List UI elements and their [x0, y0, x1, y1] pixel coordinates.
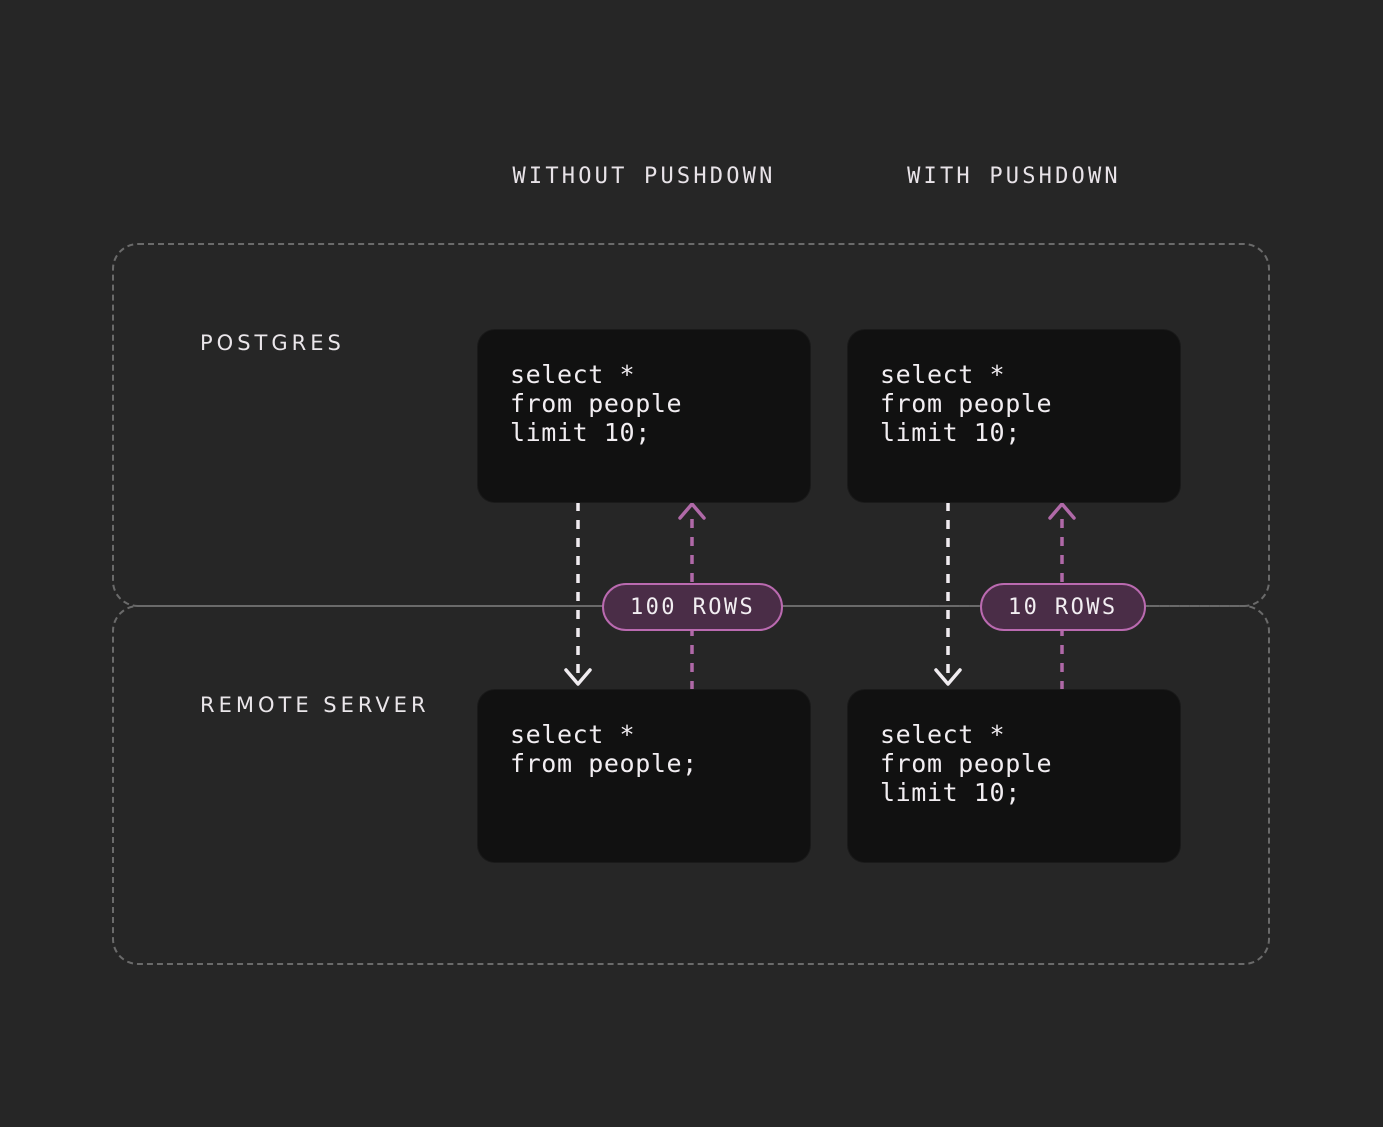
code-box-postgres-with-pushdown: select * from people limit 10; [848, 330, 1180, 502]
code-line: select * [510, 360, 636, 389]
column-header-with-pushdown: WITH PUSHDOWN [907, 164, 1121, 189]
code-line: select * [880, 720, 1006, 749]
code-line: limit 10; [510, 418, 651, 447]
arrowhead-up-icon [1048, 502, 1076, 520]
code-line: limit 10; [880, 418, 1021, 447]
code-line: from people [510, 389, 683, 418]
code-box-remote-with-pushdown: select * from people limit 10; [848, 690, 1180, 862]
code-line: from people [880, 389, 1053, 418]
flow-without-query-down [564, 502, 592, 686]
code-line: limit 10; [880, 778, 1021, 807]
zone-label-remote-server: REMOTE SERVER [200, 693, 430, 717]
arrowhead-up-icon [678, 502, 706, 520]
flow-with-query-down [934, 502, 962, 686]
code-line: from people [880, 749, 1053, 778]
code-box-postgres-without-pushdown: select * from people limit 10; [478, 330, 810, 502]
flow-with-results-up [1048, 502, 1076, 690]
arrowhead-down-icon [934, 668, 962, 686]
flow-without-results-up [678, 502, 706, 690]
code-line: select * [510, 720, 636, 749]
arrowhead-down-icon [564, 668, 592, 686]
status-badge-rows-without-pushdown: 100 ROWS [602, 583, 784, 631]
code-box-remote-without-pushdown: select * from people; [478, 690, 810, 862]
zone-label-postgres: POSTGRES [200, 331, 345, 355]
status-badge-rows-with-pushdown: 10 ROWS [980, 583, 1146, 631]
code-line: from people; [510, 749, 698, 778]
column-header-without-pushdown: WITHOUT PUSHDOWN [512, 164, 776, 189]
code-line: select * [880, 360, 1006, 389]
